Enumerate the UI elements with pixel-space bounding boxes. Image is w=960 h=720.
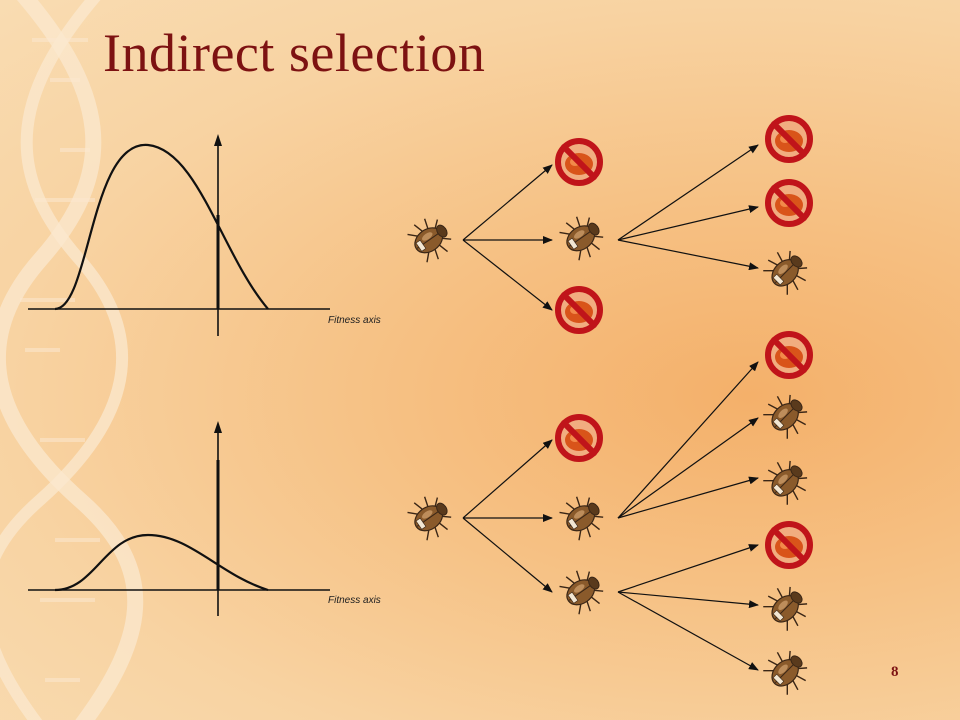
beetle-icon xyxy=(403,210,459,267)
beetle-icon xyxy=(759,386,816,443)
forbidden-beetle-icon xyxy=(556,139,602,185)
beetle-icon xyxy=(555,208,611,265)
forbidden-beetle-icon xyxy=(766,116,812,162)
tree-arrows xyxy=(462,144,759,671)
top-graph-axis-label: Fitness axis xyxy=(328,315,381,326)
beetle-icon xyxy=(759,578,816,635)
beetle-icon xyxy=(759,642,816,699)
slide-title: Indirect selection xyxy=(103,23,486,83)
bottom-graph-axis-label: Fitness axis xyxy=(328,595,381,606)
forbidden-beetle-icon xyxy=(556,287,602,333)
beetle-icon xyxy=(759,452,816,509)
beetle-icon xyxy=(555,488,611,545)
forbidden-beetle-icon xyxy=(556,415,602,461)
page-number: 8 xyxy=(891,664,899,680)
forbidden-beetle-icon xyxy=(766,522,812,568)
forbidden-beetle-icon xyxy=(766,180,812,226)
beetle-icon xyxy=(403,488,459,545)
beetle-icon xyxy=(555,562,611,619)
beetle-icon xyxy=(759,242,816,299)
forbidden-beetle-icon xyxy=(766,332,812,378)
bottom-distribution-curve xyxy=(54,533,269,592)
top-distribution-curve xyxy=(54,143,269,311)
